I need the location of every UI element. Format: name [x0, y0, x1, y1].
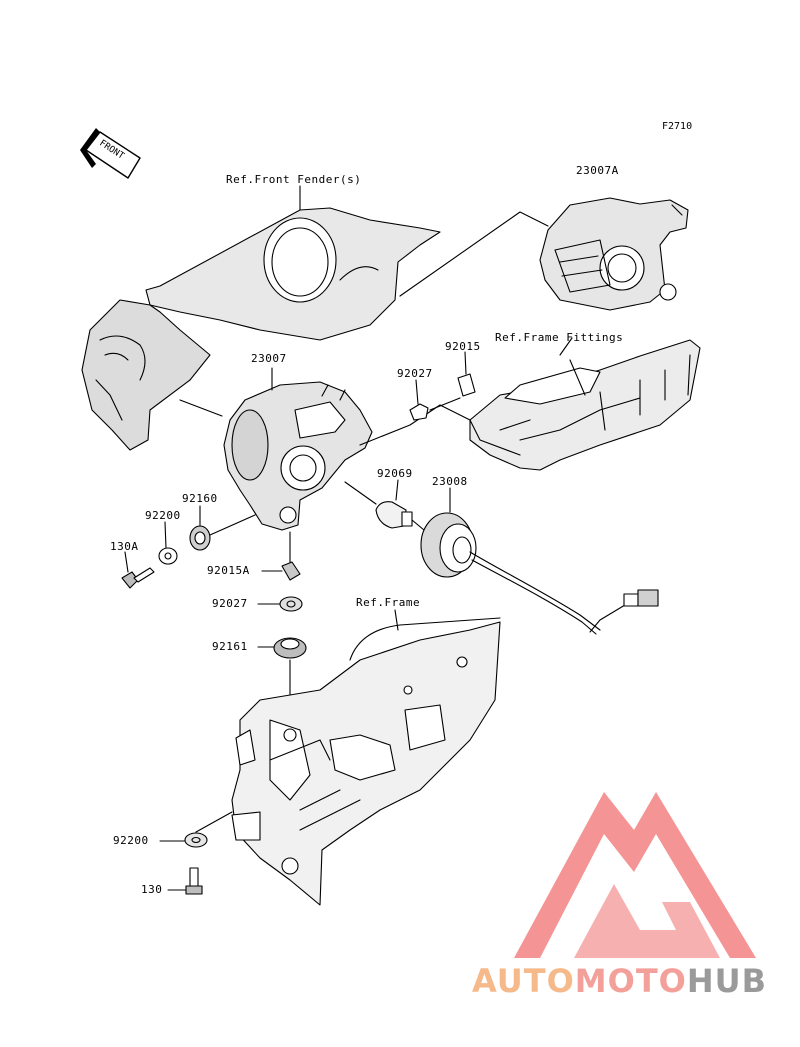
- part-label-130: 130: [141, 883, 163, 896]
- leader-line: [179, 399, 223, 417]
- leader-line: [359, 404, 441, 446]
- part-label-23007: 23007: [251, 352, 287, 365]
- watermark-hub: HUB: [686, 962, 768, 1000]
- part-label-130a: 130A: [110, 540, 139, 553]
- watermark-auto: AUTO: [472, 962, 575, 1000]
- leader-line: [399, 211, 549, 297]
- collar-92027-upper-part: [409, 379, 461, 421]
- washer-92200-upper-part: [158, 521, 178, 565]
- part-label-92160: 92160: [182, 492, 218, 505]
- washer-92200-lower-part: [159, 811, 233, 848]
- part-label-92027-upper: 92027: [397, 367, 433, 380]
- part-label-92015a: 92015A: [207, 564, 250, 577]
- ref-frame-label: Ref.Frame: [356, 596, 421, 609]
- ref-front-fender-label: Ref.Front Fender(s): [226, 173, 362, 186]
- part-label-92069: 92069: [377, 467, 413, 480]
- grommet-92160-part: [189, 505, 256, 551]
- part-label-92015: 92015: [445, 340, 481, 353]
- part-label-92027-lower: 92027: [212, 597, 248, 610]
- watermark-moto: MOTO: [574, 962, 687, 1000]
- front-fender-part: [81, 207, 441, 451]
- bulb-92069-part: [344, 479, 413, 529]
- part-label-23007a: 23007A: [576, 164, 619, 177]
- figure-code: F2710: [662, 121, 693, 132]
- frame-fittings-part: [439, 337, 701, 471]
- headlight-23007a-part: [539, 197, 689, 311]
- part-label-92200-upper: 92200: [145, 509, 181, 522]
- watermark-text: AUTOMOTOHUB: [472, 962, 767, 1000]
- socket-23008-part: [411, 487, 659, 635]
- bolt-130a-part: [121, 551, 155, 589]
- part-label-23008: 23008: [432, 475, 468, 488]
- front-direction-arrow-icon: FRONT: [80, 128, 141, 179]
- watermark-logo-icon: [514, 792, 756, 958]
- bolt-130-part: [167, 867, 203, 895]
- ref-frame-fittings-label: Ref.Frame Fittings: [495, 331, 624, 344]
- nut-92015a-part: [261, 531, 301, 581]
- headlight-23007-part: [223, 381, 373, 531]
- part-label-92200-lower: 92200: [113, 834, 149, 847]
- clip-92015-part: [457, 351, 476, 397]
- collar-92027-lower-part: [257, 596, 303, 612]
- frame-part: [231, 609, 501, 906]
- part-label-92161: 92161: [212, 640, 248, 653]
